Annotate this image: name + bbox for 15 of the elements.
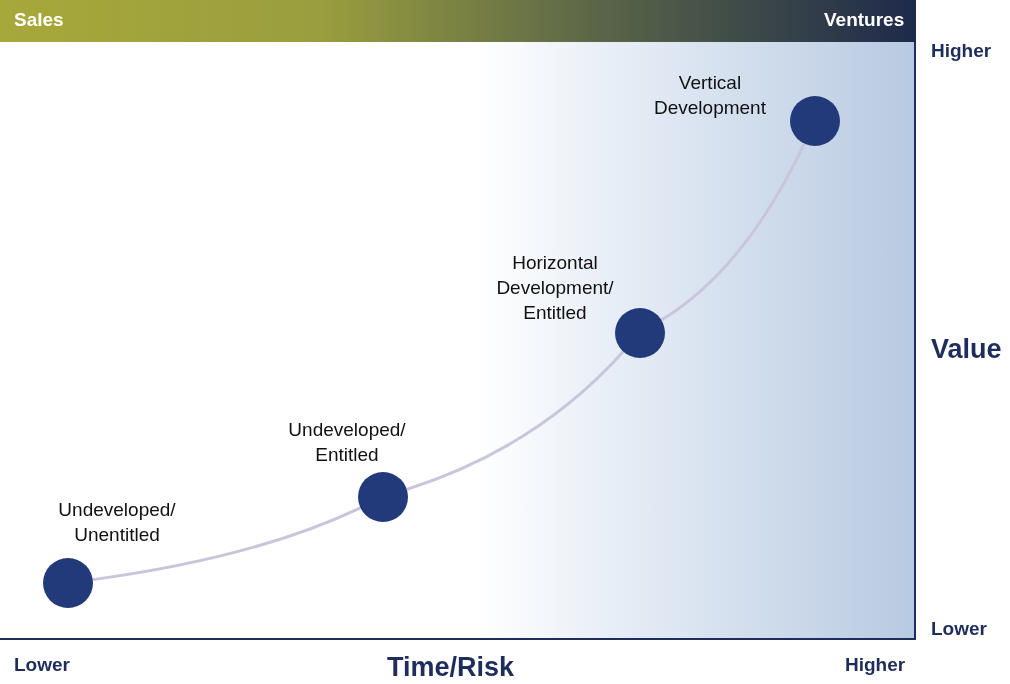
axis-title: Time/Risk [387,652,515,683]
stage-label: Undeveloped/ Entitled [287,418,407,467]
axis-label: Lower [14,654,70,676]
axis-label: Higher [845,654,906,676]
curve-segment [660,142,806,322]
stage-label: Horizontal Development/ Entitled [495,251,615,325]
axis-label: Higher [931,40,992,62]
curve-segment [406,350,625,491]
stage-label: Undeveloped/ Unentitled [57,498,177,547]
axis-label: Lower [931,618,987,640]
curve-segment [92,506,362,582]
header-label: Sales [14,9,64,31]
header-label: Ventures [824,9,905,31]
stage-label: Vertical Development [653,71,767,120]
axis-title: Value [931,334,1002,365]
